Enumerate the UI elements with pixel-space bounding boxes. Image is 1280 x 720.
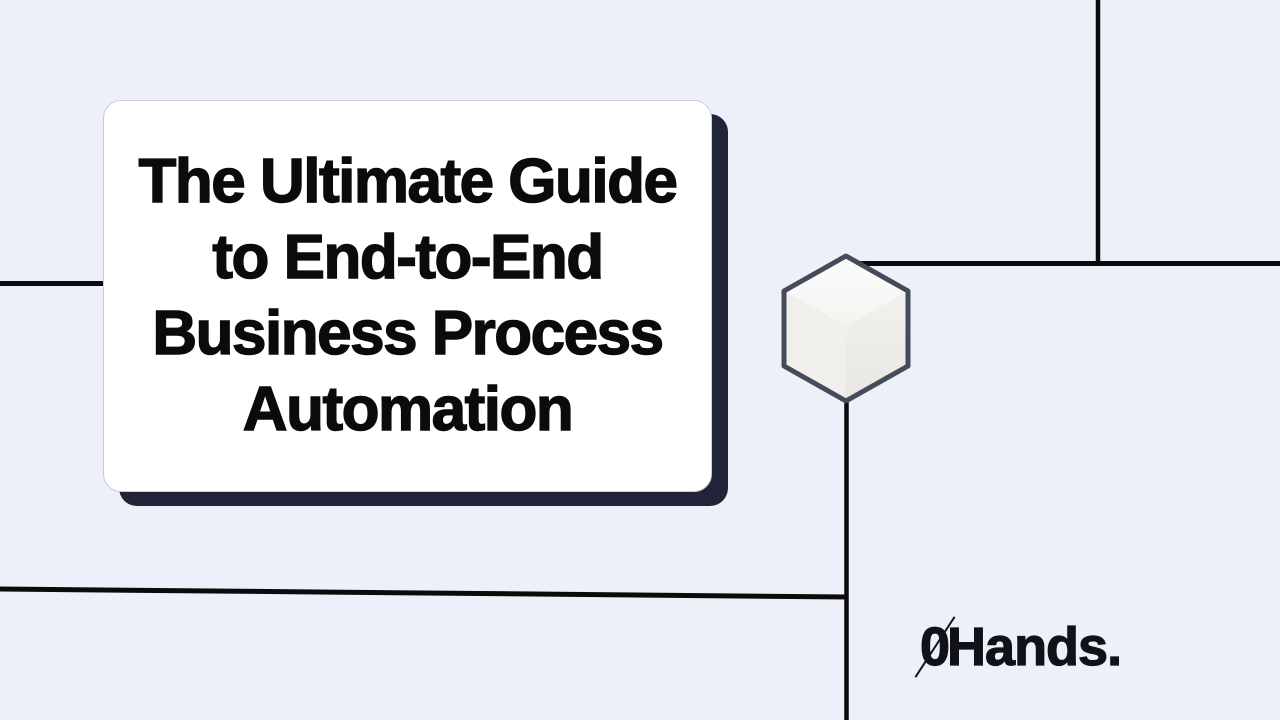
brand-logo: 0Hands. <box>914 614 1123 680</box>
cube-outline <box>781 253 911 404</box>
title-card: The Ultimate Guide to End-to-End Busines… <box>103 100 712 492</box>
title-line-1: The Ultimate Guide <box>138 146 679 216</box>
title-line-3: Business Process <box>152 298 665 368</box>
title-line-2: to End-to-End <box>212 222 605 292</box>
isometric-cube-icon <box>781 253 911 404</box>
logo-name: Hands <box>946 616 1108 677</box>
page-title: The Ultimate Guide to End-to-End Busines… <box>104 144 711 448</box>
bottom-horizontal-line <box>0 586 849 600</box>
title-line-4: Automation <box>242 374 574 444</box>
logo-dot: . <box>1106 616 1122 677</box>
logo-zero: 0 <box>914 614 955 680</box>
